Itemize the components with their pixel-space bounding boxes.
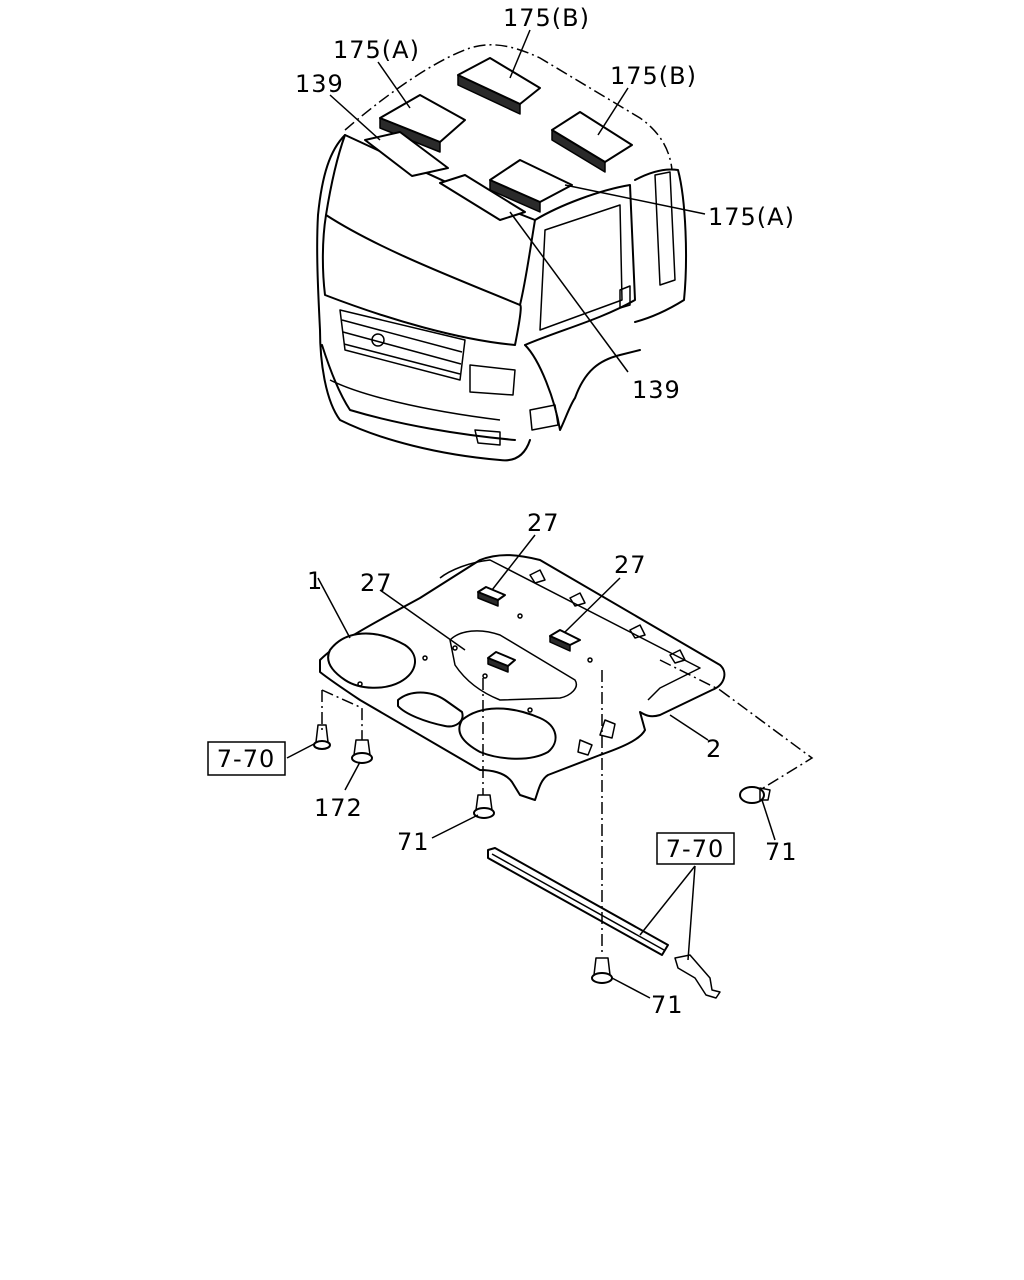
reference-box-left[interactable]: 7-70 — [207, 741, 286, 776]
callout-175b-right: 175(B) — [610, 62, 697, 90]
clip-71-center — [473, 794, 495, 819]
clip-71-right — [739, 786, 771, 804]
callout-71-bottom: 71 — [651, 991, 684, 1019]
lining-leader-lines — [286, 534, 776, 999]
callout-27-right: 27 — [614, 551, 647, 579]
clip-71-bottom — [591, 957, 613, 984]
truck-cab-illustration — [316, 44, 687, 462]
callout-175a-left: 175(A) — [333, 36, 420, 64]
callout-27-top: 27 — [527, 509, 560, 537]
callout-139-left: 139 — [295, 70, 344, 98]
callout-172: 172 — [314, 794, 363, 822]
alignment-lines — [321, 659, 814, 955]
callout-71-right: 71 — [765, 838, 798, 866]
clip-172 — [351, 739, 373, 764]
callout-27-left: 27 — [360, 569, 393, 597]
reference-box-right[interactable]: 7-70 — [656, 832, 735, 865]
roof-headlining-illustration — [319, 554, 726, 801]
callout-175a-right: 175(A) — [708, 203, 795, 231]
fasteners — [313, 724, 771, 984]
trim-rail — [487, 847, 721, 999]
callout-71-center: 71 — [397, 828, 430, 856]
callout-175b-top: 175(B) — [503, 4, 590, 32]
cab-leader-lines — [329, 29, 706, 373]
reference-label-left: 7-70 — [217, 745, 275, 773]
reference-label-right: 7-70 — [666, 835, 724, 863]
callout-1: 1 — [307, 567, 323, 595]
screw-left — [313, 724, 331, 750]
callout-139-right: 139 — [632, 376, 681, 404]
callout-2: 2 — [706, 735, 722, 763]
